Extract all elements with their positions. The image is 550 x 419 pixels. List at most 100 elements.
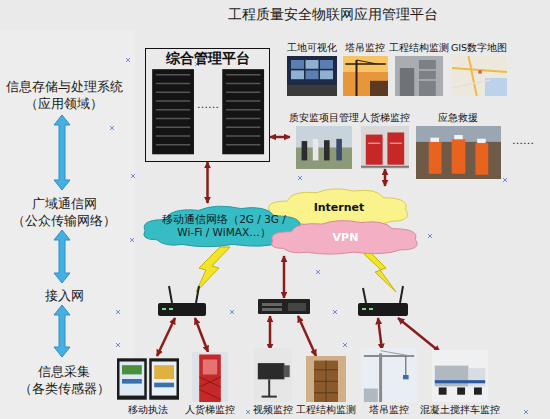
photo-art <box>192 352 228 402</box>
stray-marks <box>110 58 528 414</box>
photo-caption: 工程结构监测 <box>296 404 356 416</box>
link-arrow <box>270 136 290 139</box>
art-shape <box>361 348 417 402</box>
art-shape <box>296 126 352 169</box>
sensor-photo: 混凝土搅拌车监控 <box>420 350 500 416</box>
photo-caption: 工地可视化 <box>287 42 337 54</box>
art-shape <box>254 348 292 402</box>
art-shape <box>291 60 304 69</box>
art-shape <box>370 81 388 96</box>
art-line <box>355 60 357 96</box>
photo-art <box>452 56 507 96</box>
art-shape <box>468 368 485 386</box>
photo-caption: 人货梯监控 <box>360 112 410 124</box>
art-line <box>405 356 406 375</box>
art-shape <box>314 361 338 402</box>
photo-caption: 塔吊监控 <box>369 404 409 416</box>
art-line <box>379 353 382 402</box>
art-shape <box>287 85 337 96</box>
art-shape <box>439 387 447 394</box>
art-shape <box>432 350 488 402</box>
art-line <box>326 361 327 402</box>
photo-caption: GIS数字地图 <box>451 42 507 54</box>
art-shape <box>313 139 319 161</box>
photo-caption: 塔吊监控 <box>345 42 385 54</box>
art-shape <box>452 56 507 96</box>
photo-art <box>254 348 292 402</box>
art-shape <box>291 70 304 79</box>
art-line <box>156 126 190 128</box>
art-line <box>226 83 260 85</box>
art-shape <box>366 135 383 165</box>
art-line <box>199 377 221 387</box>
photo-caption: 混凝土搅拌车监控 <box>420 404 500 416</box>
photo-art <box>287 56 337 96</box>
art-shape <box>400 68 414 96</box>
art-shape <box>428 142 441 174</box>
art-shape <box>416 126 501 179</box>
art-shape <box>306 60 319 69</box>
art-shape <box>287 56 337 96</box>
sensor-photo: 人货梯监控 <box>185 352 235 416</box>
sensor-photo: 移动执法 <box>116 356 180 416</box>
photo-caption: 移动执法 <box>128 404 168 416</box>
art-line <box>156 74 190 76</box>
art-shape <box>419 60 436 96</box>
art-line <box>226 135 260 137</box>
art-shape <box>152 69 194 154</box>
layer-label: 信息采集 <box>0 364 128 380</box>
photo-art <box>117 356 179 402</box>
photo-art <box>306 356 346 402</box>
art-line <box>381 351 412 356</box>
art-line <box>419 80 436 81</box>
link-arrow <box>384 169 387 186</box>
art-shape <box>192 352 228 402</box>
photo-art <box>395 56 443 96</box>
photo-caption: 视频监控 <box>253 404 293 416</box>
art-line <box>199 390 221 400</box>
app-photo: GIS数字地图 <box>450 42 508 96</box>
art-shape <box>306 356 346 402</box>
art-shape <box>154 365 174 379</box>
app-photo: 应急救援 <box>414 112 502 179</box>
ellipsis-label: …… <box>192 97 224 113</box>
art-shape <box>343 56 388 72</box>
art-line <box>156 118 190 120</box>
layer-label: 广域通信网 <box>0 196 128 212</box>
photo-art <box>343 56 388 96</box>
photo-caption: 工程结构监测 <box>389 42 449 54</box>
layer-label: （各类传感器） <box>0 381 128 397</box>
art-line <box>156 135 190 137</box>
art-line <box>368 143 380 144</box>
art-line <box>390 143 402 144</box>
box-title: 综合管理平台 <box>146 50 269 68</box>
art-shape <box>457 387 465 394</box>
cloud-label: 移动通信网络（2G / 3G / Wi-Fi / WiMAX…） <box>160 213 288 239</box>
art-shape <box>122 365 142 374</box>
layer-label: （公众传输网络） <box>0 213 128 229</box>
app-photo: 人货梯监控 <box>360 112 410 169</box>
sensor-photo: 工程结构监测 <box>296 356 356 416</box>
art-shape <box>203 360 217 375</box>
art-shape <box>306 70 319 79</box>
art-shape <box>152 362 177 396</box>
sensor-photo: 塔吊监控 <box>360 348 418 416</box>
art-shape <box>336 139 342 161</box>
app-photo: 工程结构监测 <box>389 42 449 96</box>
art-shape <box>199 355 221 403</box>
art-line <box>226 100 260 102</box>
art-line <box>262 396 277 398</box>
app-photo: 工地可视化 <box>284 42 340 96</box>
app-photo: 塔吊监控 <box>341 42 389 96</box>
photo-caption: 应急救援 <box>438 112 478 124</box>
art-line <box>226 118 260 120</box>
access-links <box>157 256 440 356</box>
art-shape <box>302 141 308 160</box>
art-line <box>156 109 190 111</box>
art-shape <box>119 362 144 396</box>
layer-label: （应用领域） <box>0 96 128 112</box>
photo-art <box>432 350 488 402</box>
art-shape <box>474 387 482 394</box>
art-shape <box>343 56 388 96</box>
